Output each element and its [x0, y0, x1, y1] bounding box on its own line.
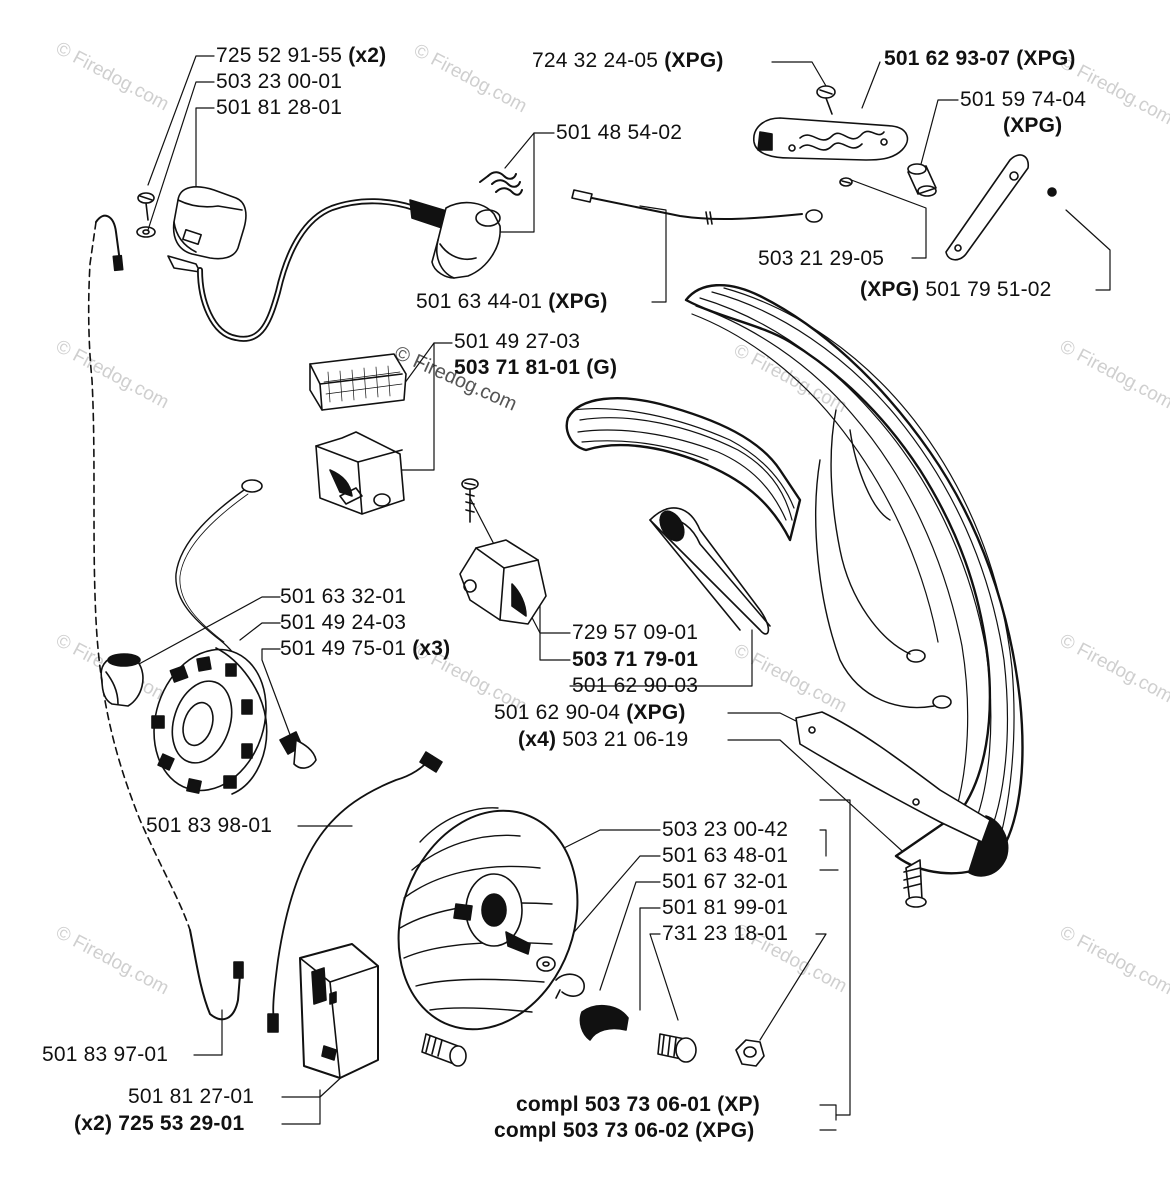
part-label: 724 32 24-05 (XPG) — [532, 49, 724, 72]
handle-lower-plate — [796, 712, 990, 842]
leader-lines — [127, 55, 1111, 1131]
part-label: (x2) 725 53 29-01 — [74, 1112, 245, 1135]
bushing — [908, 164, 936, 196]
nut — [736, 1040, 764, 1066]
ignition-coil-cap — [168, 187, 246, 272]
part-label: 501 63 44-01 (XPG) — [416, 290, 608, 313]
part-label: 501 63 32-01 — [280, 585, 407, 608]
handle-bar — [686, 285, 1022, 876]
screw-729 — [462, 479, 478, 522]
screen-filter — [310, 354, 406, 410]
bolt-flywheel — [658, 1034, 696, 1062]
handle-grip-section — [567, 398, 800, 634]
ignition-module — [300, 944, 378, 1078]
part-label: (XPG) — [1003, 114, 1063, 137]
spark-plug-cap — [410, 200, 500, 278]
kill-wire — [89, 216, 243, 1020]
part-label: 501 83 97-01 — [42, 1043, 169, 1066]
part-label: 503 21 29-05 — [758, 247, 885, 270]
screw-724 — [817, 86, 835, 114]
part-label: 731 23 18-01 — [662, 922, 789, 945]
flywheel — [369, 785, 607, 1054]
part-label: 501 67 32-01 — [662, 870, 789, 893]
module-housing — [316, 432, 404, 514]
handle-wires — [816, 410, 951, 708]
washer-flywheel — [537, 957, 555, 971]
part-label: 729 57 09-01 — [572, 621, 699, 644]
sleeve — [101, 654, 143, 706]
screw-small-2 — [840, 178, 852, 186]
part-label: 501 49 24-03 — [280, 611, 407, 634]
part-label: 501 62 93-07 (XPG) — [884, 47, 1076, 70]
ground-wire — [572, 190, 822, 224]
part-label: 725 52 91-55 (x2) — [216, 44, 387, 67]
part-label: 501 81 27-01 — [128, 1085, 255, 1108]
part-label: compl 503 73 06-02 (XPG) — [494, 1119, 755, 1142]
part-label: 501 63 48-01 — [662, 844, 789, 867]
screw-small — [137, 193, 155, 237]
ignition-wire-lower — [268, 752, 442, 1032]
spring-clip — [556, 974, 584, 998]
part-label: 501 81 28-01 — [216, 96, 343, 119]
pawl — [580, 1006, 628, 1040]
screw-armature — [280, 732, 316, 768]
spring — [480, 172, 522, 195]
part-label: 501 83 98-01 — [146, 814, 273, 837]
armature — [136, 635, 283, 805]
part-label: 501 48 54-02 — [556, 121, 683, 144]
part-label: compl 503 73 06-01 (XP) — [516, 1093, 760, 1116]
throttle-lever-plate — [754, 118, 908, 160]
bracket-plate — [946, 155, 1028, 260]
short-circuit-module — [460, 540, 546, 624]
part-label: 501 49 27-03 — [454, 330, 581, 353]
part-label: (XPG) 501 79 51-02 — [860, 278, 1052, 301]
part-label: 503 71 79-01 — [572, 648, 699, 671]
part-label: 503 23 00-01 — [216, 70, 343, 93]
module-screw — [422, 1034, 466, 1066]
clip — [1048, 188, 1056, 196]
part-label: (x4) 503 21 06-19 — [518, 728, 689, 751]
part-label: 501 62 90-04 (XPG) — [494, 701, 686, 724]
screw-503-21-06-19 — [904, 860, 926, 907]
part-label: 501 81 99-01 — [662, 896, 789, 919]
part-label: 503 23 00-42 — [662, 818, 789, 841]
part-label: 501 62 90-03 — [572, 674, 699, 697]
part-label: 503 71 81-01 (G) — [454, 356, 618, 379]
part-label: 501 49 75-01 (x3) — [280, 637, 451, 660]
part-label: 501 59 74-04 — [960, 88, 1087, 111]
